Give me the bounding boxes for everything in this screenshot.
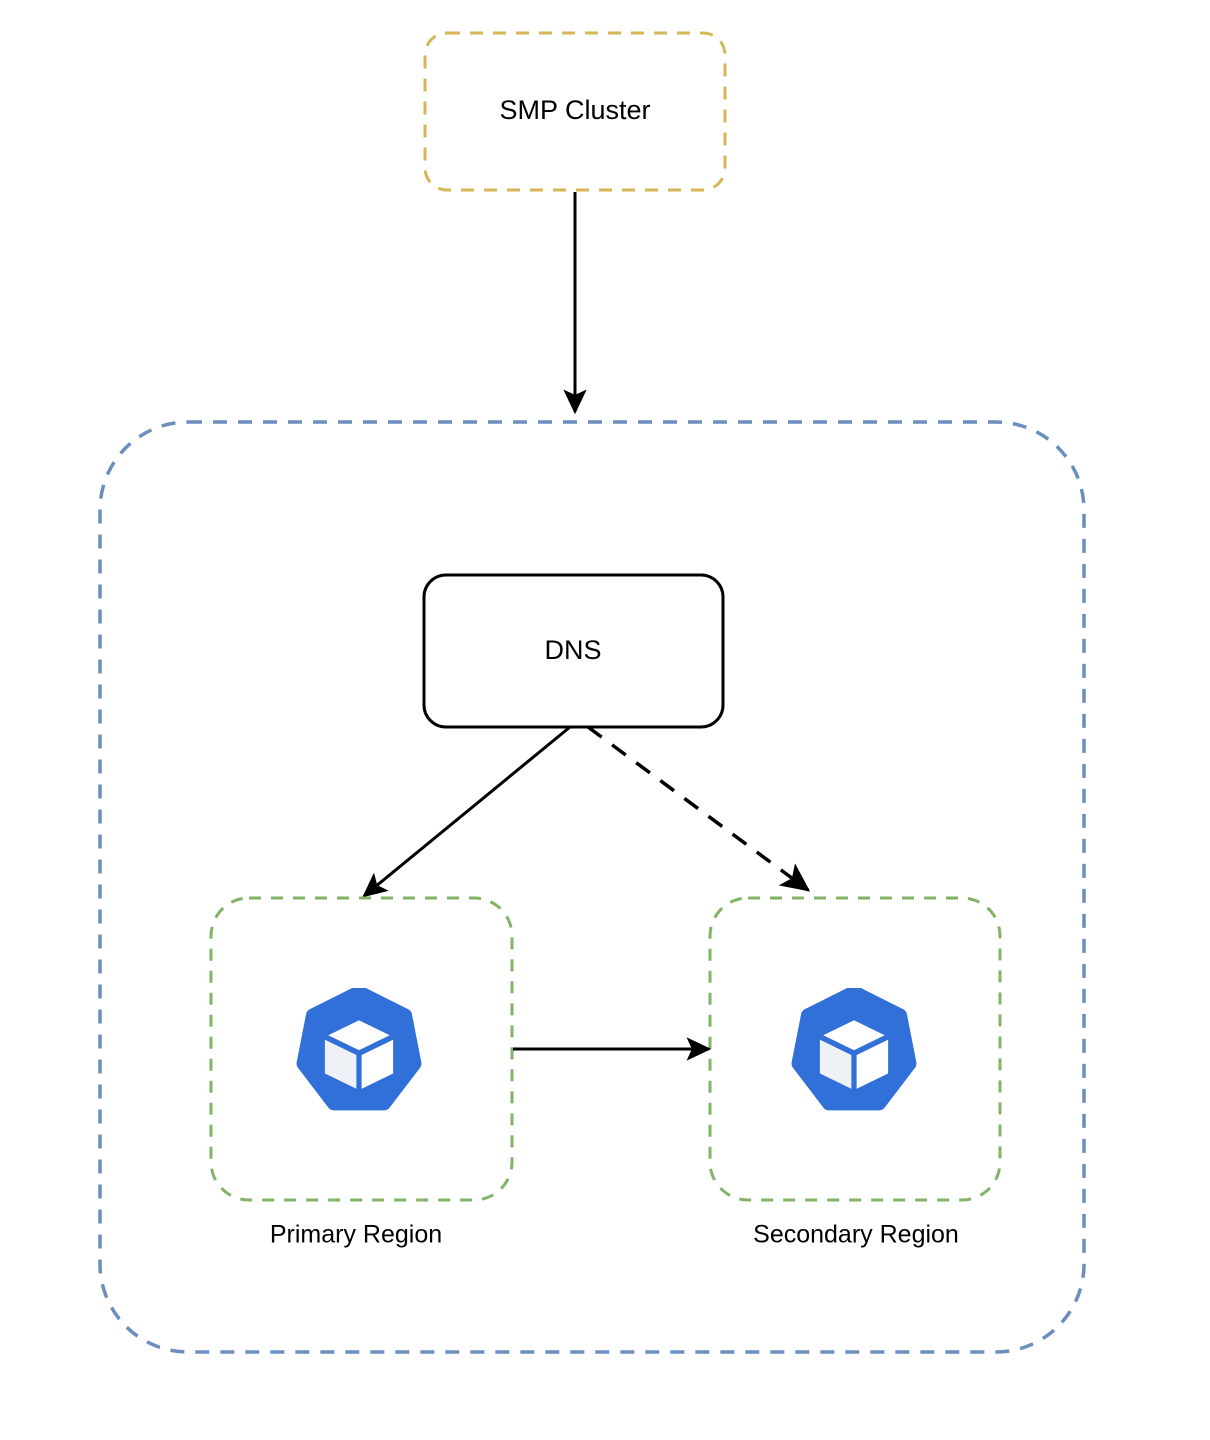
smp-cluster-label: SMP Cluster [499,95,650,125]
kubernetes-icon [303,992,414,1103]
edge-dns-to-secondary [586,725,811,892]
dns-node[interactable]: DNS [422,573,725,729]
environment-container[interactable] [98,420,1086,1354]
smp-cluster-node[interactable]: SMP Cluster [423,31,727,192]
primary-region-caption: Primary Region [270,1221,442,1249]
kubernetes-icon [798,992,909,1103]
secondary-region-group[interactable]: Secondary Region [708,896,1002,1249]
smp-cluster-box[interactable] [423,31,727,192]
dns-box[interactable] [422,573,725,729]
primary-region-group[interactable]: Primary Region [209,896,514,1249]
secondary-region-caption: Secondary Region [753,1221,959,1249]
dns-label: DNS [544,635,601,665]
edge-dns-to-primary [362,725,571,898]
